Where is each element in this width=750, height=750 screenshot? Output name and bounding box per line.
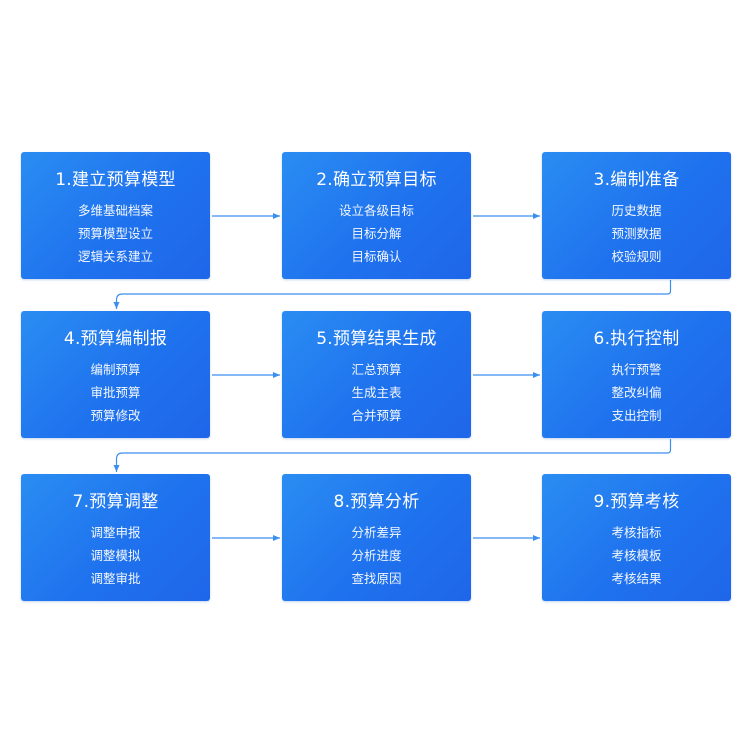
- step-item: 预测数据: [611, 226, 662, 241]
- step-item-list: 调整申报调整模拟调整审批: [21, 521, 210, 590]
- step-item: 考核指标: [611, 525, 662, 540]
- step-item: 目标确认: [351, 249, 402, 264]
- step-item-list: 汇总预算生成主表合并预算: [282, 358, 471, 427]
- step-item: 合并预算: [351, 408, 402, 423]
- step-title: 5.预算结果生成: [316, 329, 437, 349]
- step-item: 考核模板: [611, 548, 662, 563]
- step-item: 预算模型设立: [77, 226, 153, 241]
- step-item: 调整模拟: [90, 548, 141, 563]
- arrow-3-to-4: [113, 280, 672, 309]
- step-item: 整改纠偏: [611, 385, 662, 400]
- step-box-1: 1.建立预算模型多维基础档案预算模型设立逻辑关系建立: [21, 152, 210, 279]
- step-item: 生成主表: [351, 385, 402, 400]
- step-item: 考核结果: [611, 571, 662, 586]
- step-item: 汇总预算: [351, 362, 402, 377]
- arrow-6-to-7: [113, 439, 672, 472]
- step-item: 设立各级目标: [338, 203, 414, 218]
- step-item-list: 设立各级目标目标分解目标确认: [282, 199, 471, 268]
- step-title: 8.预算分析: [333, 492, 420, 512]
- step-item-list: 执行预警整改纠偏支出控制: [542, 358, 731, 427]
- step-item: 目标分解: [351, 226, 402, 241]
- step-title: 6.执行控制: [593, 329, 680, 349]
- step-box-6: 6.执行控制执行预警整改纠偏支出控制: [542, 311, 731, 438]
- step-item: 执行预警: [611, 362, 662, 377]
- step-title: 4.预算编制报: [63, 329, 168, 349]
- step-item-list: 多维基础档案预算模型设立逻辑关系建立: [21, 199, 210, 268]
- step-box-4: 4.预算编制报编制预算审批预算预算修改: [21, 311, 210, 438]
- step-box-8: 8.预算分析分析差异分析进度查找原因: [282, 474, 471, 601]
- step-item: 调整审批: [90, 571, 141, 586]
- step-box-7: 7.预算调整调整申报调整模拟调整审批: [21, 474, 210, 601]
- step-item: 编制预算: [90, 362, 141, 377]
- step-item: 校验规则: [611, 249, 662, 264]
- step-title: 7.预算调整: [72, 492, 159, 512]
- step-item: 分析差异: [351, 525, 402, 540]
- step-title: 3.编制准备: [593, 170, 680, 190]
- step-box-3: 3.编制准备历史数据预测数据校验规则: [542, 152, 731, 279]
- step-box-5: 5.预算结果生成汇总预算生成主表合并预算: [282, 311, 471, 438]
- step-item: 支出控制: [611, 408, 662, 423]
- step-item-list: 考核指标考核模板考核结果: [542, 521, 731, 590]
- step-box-2: 2.确立预算目标设立各级目标目标分解目标确认: [282, 152, 471, 279]
- step-box-9: 9.预算考核考核指标考核模板考核结果: [542, 474, 731, 601]
- step-item: 历史数据: [611, 203, 662, 218]
- step-item: 查找原因: [351, 571, 402, 586]
- step-item-list: 编制预算审批预算预算修改: [21, 358, 210, 427]
- step-title: 1.建立预算模型: [55, 170, 176, 190]
- step-item: 审批预算: [90, 385, 141, 400]
- step-item-list: 历史数据预测数据校验规则: [542, 199, 731, 268]
- step-item-list: 分析差异分析进度查找原因: [282, 521, 471, 590]
- step-item: 多维基础档案: [77, 203, 153, 218]
- step-item: 逻辑关系建立: [77, 249, 153, 264]
- step-title: 2.确立预算目标: [316, 170, 437, 190]
- step-item: 分析进度: [351, 548, 402, 563]
- step-title: 9.预算考核: [593, 492, 680, 512]
- step-item: 预算修改: [90, 408, 141, 423]
- step-item: 调整申报: [90, 525, 141, 540]
